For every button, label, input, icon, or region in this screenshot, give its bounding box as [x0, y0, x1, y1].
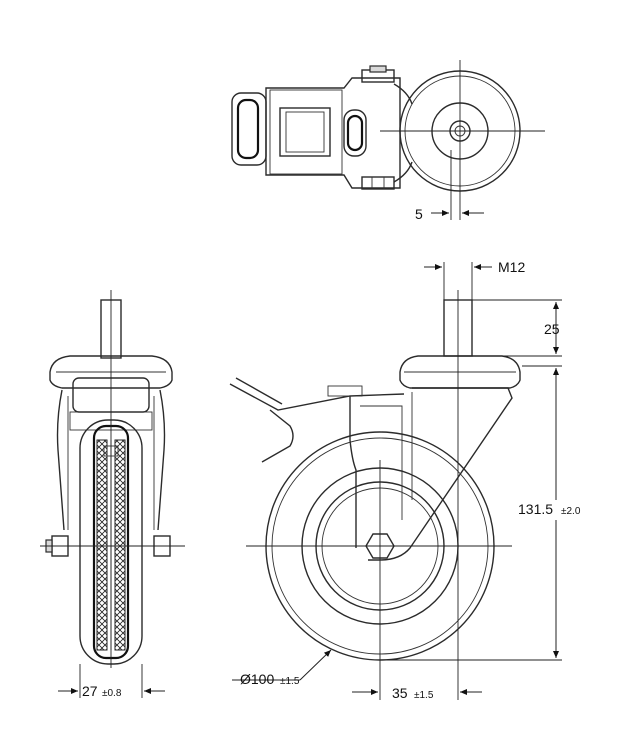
wheel-diameter-tol-label: ±1.5: [280, 676, 300, 687]
offset-tol-label: ±1.5: [414, 690, 434, 701]
stem-length-label: 25: [544, 321, 560, 337]
thread-label: M12: [498, 259, 525, 275]
width-main-label: 27: [82, 683, 98, 699]
width-tol-label: ±0.8: [102, 688, 122, 699]
height-main-label: 131.5: [518, 501, 553, 517]
side-view: M12 25 131.5 ±2.0 Ø100 ±1.5 35 ±1.5: [229, 259, 581, 701]
bolt-offset-label: 5: [415, 206, 423, 222]
wheel-diameter-label: Ø100: [240, 671, 274, 687]
top-view: 5: [231, 60, 545, 222]
offset-main-label: 35: [392, 685, 408, 701]
height-tol-label: ±2.0: [561, 506, 581, 517]
front-view: 27 ±0.8: [40, 290, 185, 699]
